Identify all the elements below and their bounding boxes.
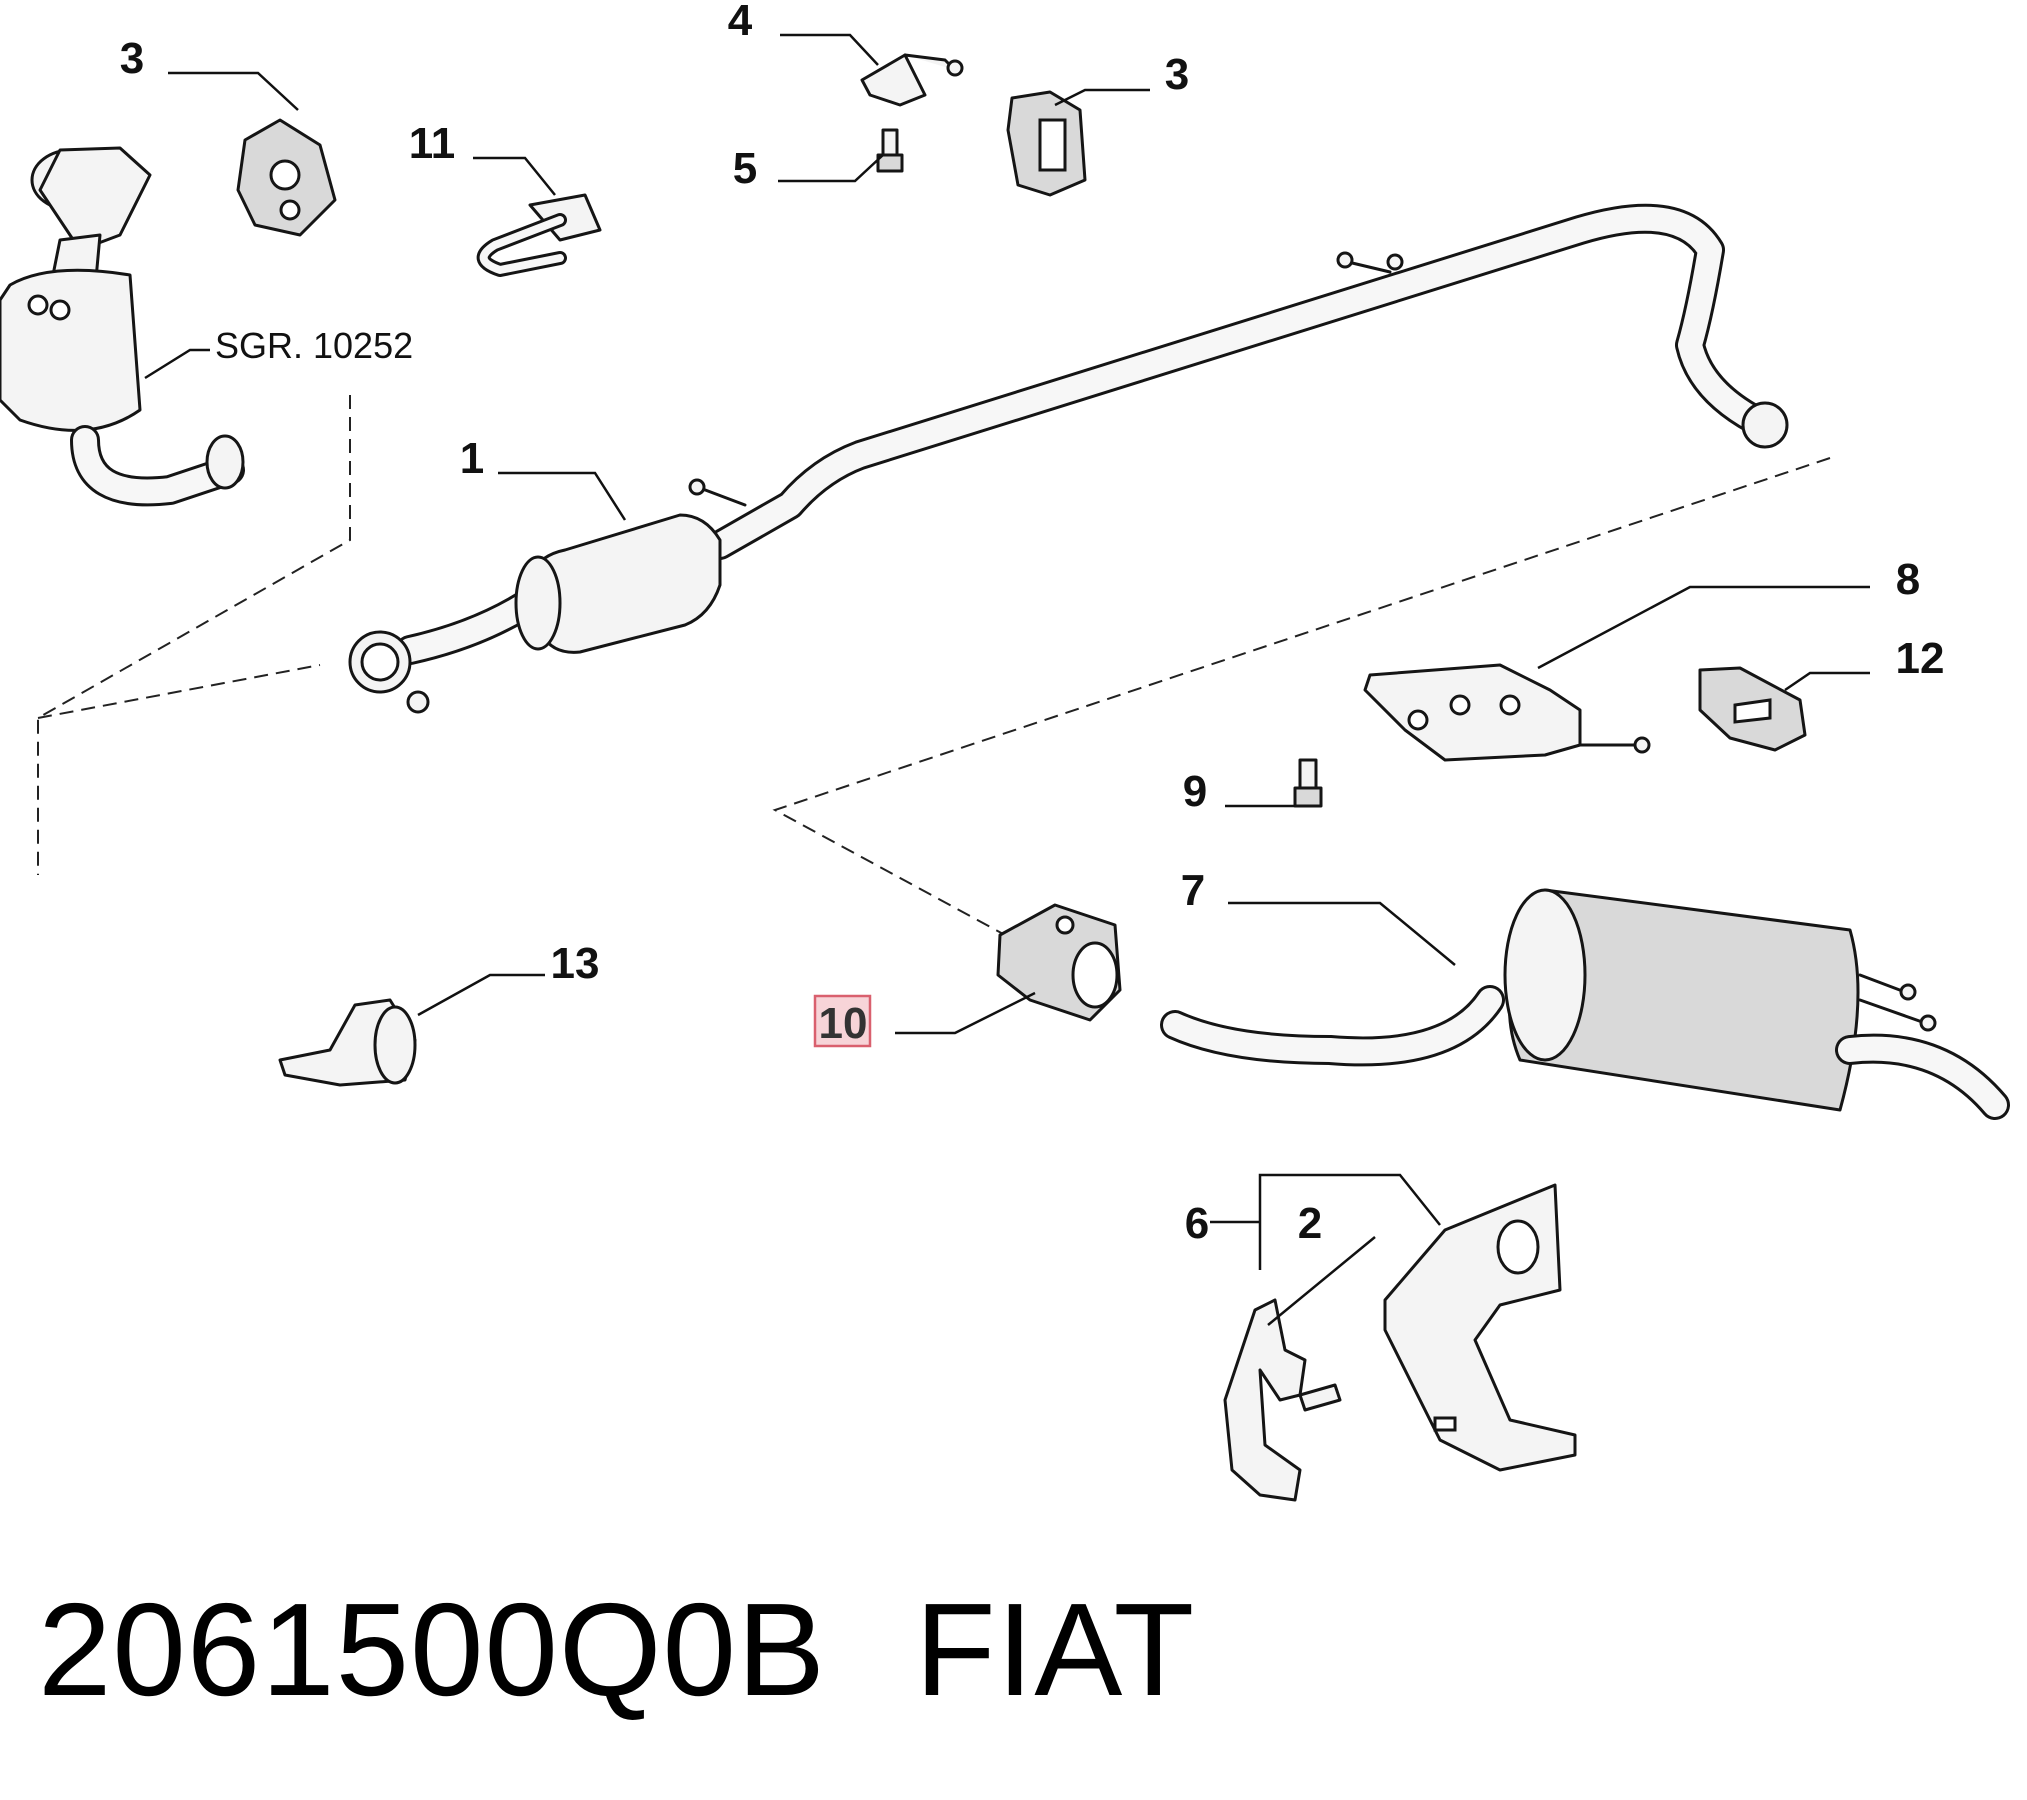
callout-7: 7 (1181, 866, 1205, 915)
bracket-part-4 (860, 53, 964, 107)
catalytic-converter-reference (0, 146, 245, 507)
callout-10[interactable]: 10 (819, 999, 868, 1048)
rubber-mount-part-3-left (236, 118, 337, 237)
bolt-part-5 (876, 128, 904, 173)
brand-name: FIAT (915, 1576, 1195, 1723)
callout-2: 2 (1298, 1199, 1322, 1248)
rubber-mount-part-12 (1698, 666, 1807, 752)
callout-10-highlight (813, 994, 872, 1048)
reference-group-label: SGR. 10252 (215, 325, 413, 366)
bracket-part-8 (1363, 663, 1651, 762)
rubber-mount-part-3-right (1006, 90, 1087, 197)
callout-5: 5 (733, 144, 757, 193)
callouts: 1 3 3 4 5 11 8 12 9 7 13 6 2 10 (120, 0, 1945, 1248)
callout-8: 8 (1896, 555, 1920, 604)
rear-silencer-part-7 (1160, 888, 2010, 1120)
clamp-part-13 (278, 998, 417, 1087)
callout-9: 9 (1183, 767, 1207, 816)
callout-4: 4 (728, 0, 753, 45)
bracket-part-6 (1383, 1183, 1577, 1472)
callout-6: 6 (1185, 1199, 1209, 1248)
callout-12: 12 (1896, 634, 1945, 683)
bolt-part-9 (1293, 758, 1323, 808)
clamp-sleeve-part-10 (996, 903, 1122, 1022)
callout-3-right: 3 (1165, 50, 1189, 99)
callout-13: 13 (551, 939, 600, 988)
u-clamp-part-11 (476, 193, 602, 277)
callout-1: 1 (460, 434, 484, 483)
clip-part-2 (1223, 1298, 1342, 1502)
callout-11: 11 (409, 119, 456, 168)
part-number: 2061500Q0B (38, 1576, 826, 1723)
front-pipe-with-silencer (348, 203, 1789, 714)
leader-lines (144, 33, 1870, 1326)
callout-3-left: 3 (120, 34, 144, 83)
dashed-connection-lines (37, 395, 1831, 936)
